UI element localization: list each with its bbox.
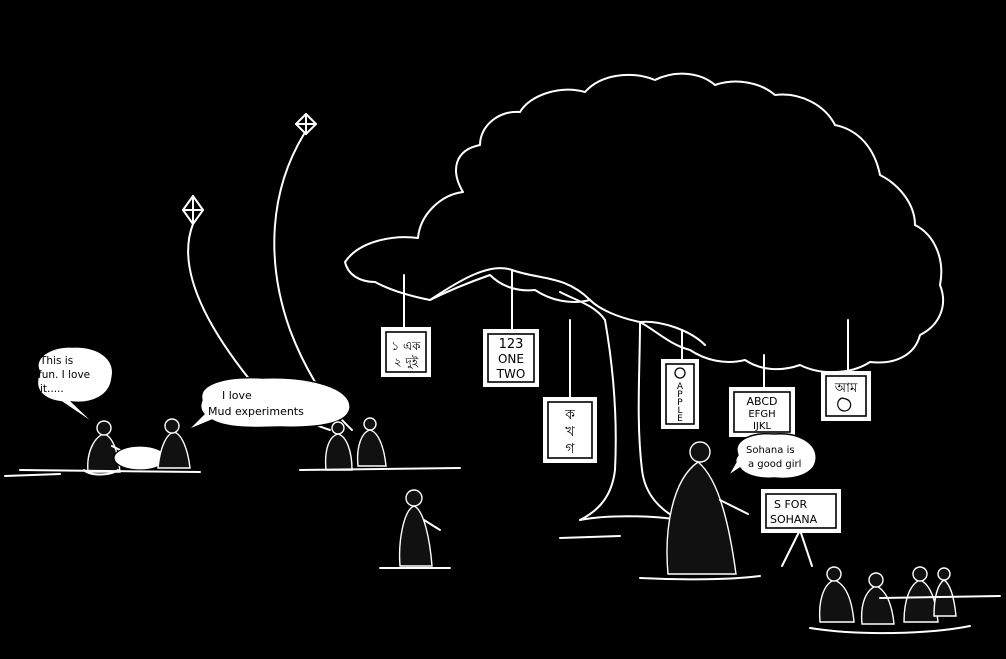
figure-group-left — [19, 418, 201, 476]
card-bangla-numbers-line1: ১ এক — [391, 339, 421, 353]
card-alphabet-line1: ABCD — [746, 395, 777, 408]
card-bangla-letters: ক খ গ — [543, 397, 597, 463]
card-bangla-letters-line1: ক — [564, 407, 575, 423]
figure-walker — [379, 489, 451, 569]
figure-group-kite-flyers — [299, 417, 461, 471]
speech-sohana-line1: Sohana is — [746, 445, 795, 456]
card-numbers: 123 ONE TWO — [483, 329, 539, 387]
card-alphabet-line2: EFGH — [748, 409, 775, 420]
card-strings — [403, 269, 849, 399]
board-line1: S FOR — [774, 498, 807, 511]
card-alphabet-line3: IJKL — [753, 421, 771, 432]
speech-left-friend-line1: This is — [39, 355, 73, 367]
speech-sohana-line2: a good girl — [748, 459, 801, 470]
figure-teacher — [639, 441, 761, 581]
ground-strokes — [4, 473, 1001, 599]
card-aam-text: আম — [834, 381, 858, 396]
speech-experiments-line2: Mud experiments — [208, 405, 304, 418]
board-line2: SOHANA — [770, 513, 818, 526]
speech-experiments-line1: I love — [222, 389, 252, 402]
card-bangla-letters-line2: খ — [565, 424, 575, 440]
card-apple-letter-2: P — [677, 390, 683, 400]
figure-group-students — [809, 566, 971, 635]
card-bangla-numbers: ১ এক ২ দুই — [381, 327, 431, 377]
card-apple-letter-5: E — [677, 414, 683, 424]
speech-bubble-sohana: Sohana is a good girl — [727, 433, 817, 480]
card-alphabet: ABCD EFGH IJKL — [729, 387, 795, 437]
card-aam: আম — [821, 371, 871, 421]
card-bangla-letters-line3: গ — [565, 441, 575, 457]
card-apple-letter-3: P — [677, 398, 683, 408]
speech-left-friend-line3: it..... — [40, 383, 64, 395]
card-bangla-numbers-line2: ২ দুই — [394, 355, 419, 370]
card-apple-letter-4: L — [677, 406, 682, 416]
card-numbers-line2: ONE — [498, 352, 524, 366]
card-numbers-line3: TWO — [496, 367, 526, 381]
card-numbers-line1: 123 — [499, 337, 524, 352]
card-apple-letter-1: A — [677, 382, 684, 392]
mango-icon — [837, 397, 852, 412]
board-sohana: S FOR SOHANA — [761, 489, 841, 567]
speech-bubble-left-friend: This is fun. I love it..... — [36, 346, 114, 426]
speech-bubble-experiments: I love Mud experiments — [187, 377, 351, 431]
card-apple: A P P L E — [661, 359, 699, 429]
apple-icon — [674, 367, 686, 379]
tree — [344, 72, 945, 521]
speech-left-friend-line2: fun. I love — [38, 369, 90, 381]
